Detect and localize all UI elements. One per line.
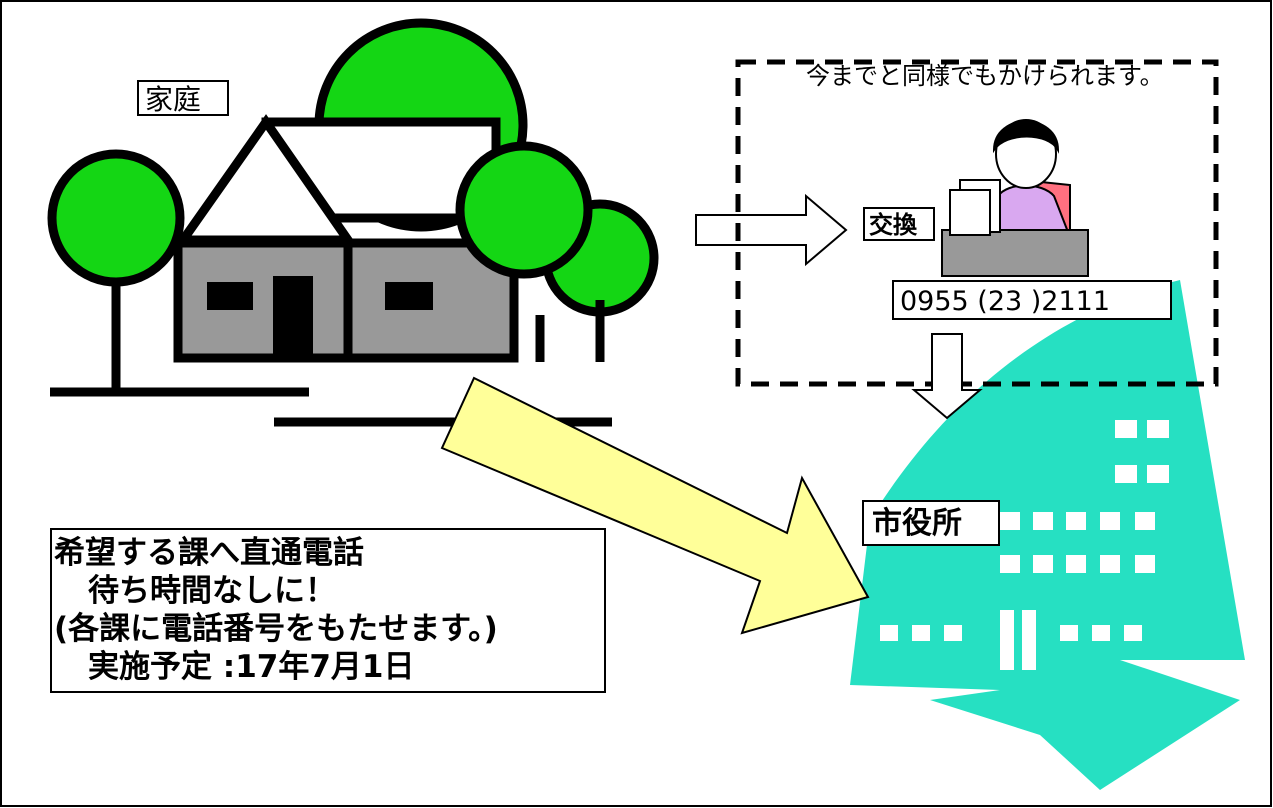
big-direct-arrow-icon <box>440 376 870 635</box>
house-with-trees-icon <box>47 18 659 427</box>
telephone-operator-icon <box>941 119 1089 277</box>
exchange-label: 交換 <box>863 207 935 241</box>
info-line-each-section-number: (各課に電話番号をもたせます。) <box>54 611 498 647</box>
right-arrow-icon <box>695 193 848 267</box>
direct-dial-info-box: 希望する課へ直通電話 待ち時間なしに！ (各課に電話番号をもたせます。) 実施予… <box>50 528 606 693</box>
home-label: 家庭 <box>137 80 229 116</box>
info-line-no-wait: 待ち時間なしに！ <box>88 573 336 609</box>
same-as-before-note: 今までと同様でもかけられます。 <box>806 62 1164 90</box>
city-hall-label: 市役所 <box>862 500 1000 546</box>
down-arrow-icon <box>911 333 983 420</box>
info-line-schedule: 実施予定 :17年7月1日 <box>88 649 415 685</box>
info-line-direct-dial: 希望する課へ直通電話 <box>54 535 364 571</box>
city-hall-building-icon <box>850 280 1245 790</box>
exchange-dashed-box <box>735 59 1219 387</box>
main-phone-number: 0955 (23 )2111 <box>892 280 1172 320</box>
